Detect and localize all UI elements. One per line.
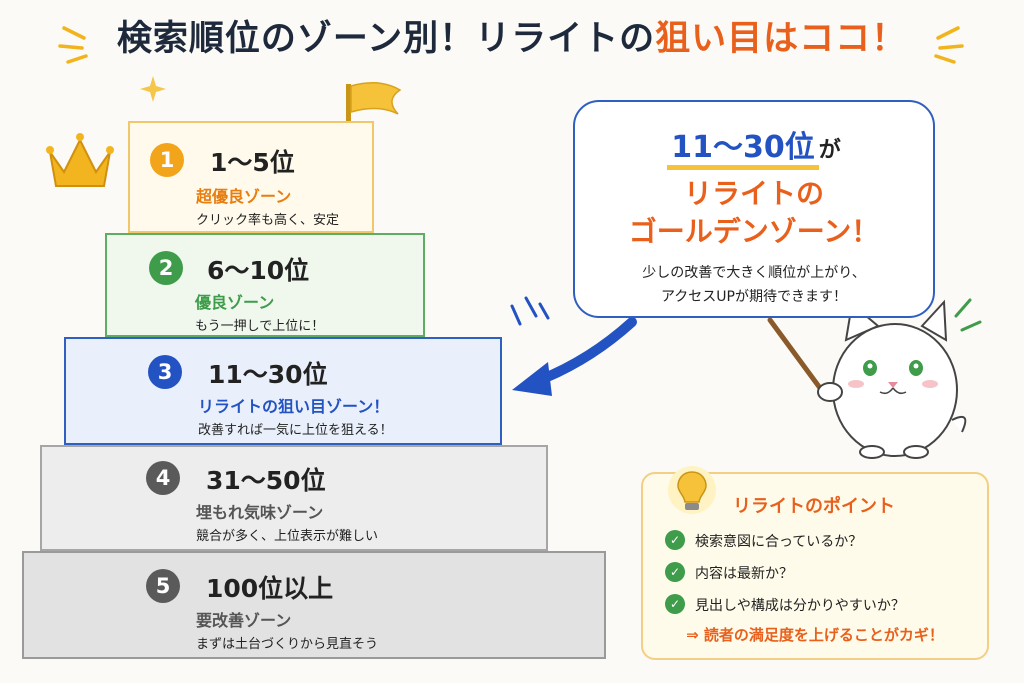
zone-description: まずは土台づくりから見直そう	[196, 637, 379, 652]
point-item: 検索意図に合っているか？	[695, 534, 863, 550]
rank-range: 1～5位	[210, 148, 295, 177]
arrow-head-icon	[512, 362, 552, 396]
check-icon: ✓	[665, 530, 685, 550]
bubble-rank: 11～30位	[667, 130, 819, 170]
points-footer: ⇒ 読者の満足度を上げることがカギ！	[686, 626, 944, 644]
zone-step-3: 3 11～30位 リライトの狙い目ゾーン！ 改善すれば一気に上位を狙える！	[64, 337, 502, 445]
zone-label: 優良ゾーン	[195, 293, 275, 312]
bubble-ga: が	[818, 138, 841, 163]
bubble-text-2: アクセスUPが期待できます！	[661, 289, 847, 305]
zone-step-1: 1 1～5位 超優良ゾーン クリック率も高く、安定	[128, 121, 374, 233]
point-item: 見出しや構成は分かりやすいか？	[695, 598, 905, 614]
zone-label: リライトの狙い目ゾーン！	[198, 397, 390, 416]
zone-step-5: 5 100位以上 要改善ゾーン まずは土台づくりから見直そう	[22, 551, 606, 659]
zone-description: クリック率も高く、安定	[196, 213, 340, 228]
rank-range: 11～30位	[208, 360, 328, 389]
rank-range: 100位以上	[206, 574, 334, 603]
rank-range: 6～10位	[207, 256, 310, 285]
title-main: 検索順位のゾーン別！リライトの	[116, 19, 656, 59]
points-title: リライトのポイント	[733, 496, 895, 517]
rank-number-badge: 1	[150, 143, 184, 177]
rank-number-badge: 2	[149, 251, 183, 285]
zone-description: もう一押しで上位に！	[195, 319, 325, 334]
check-icon: ✓	[665, 594, 685, 614]
zone-label: 超優良ゾーン	[196, 187, 292, 206]
check-icon: ✓	[665, 562, 685, 582]
zone-step-4: 4 31～50位 埋もれ気味ゾーン 競合が多く、上位表示が難しい	[40, 445, 548, 551]
rank-number-badge: 5	[146, 569, 180, 603]
crown-icon	[46, 133, 114, 187]
page-title: 検索順位のゾーン別！リライトの狙い目はココ！	[0, 10, 1024, 61]
sparkle-icon	[140, 76, 166, 102]
arrow-to-zone-icon	[535, 317, 637, 385]
rank-number-badge: 4	[146, 461, 180, 495]
title-burst-left-icon	[58, 26, 88, 64]
golden-zone-bubble: 11～30位が リライトの ゴールデンゾーン！ 少しの改善で大きく順位が上がり、…	[573, 100, 935, 318]
bubble-headline-1: リライトの	[683, 177, 824, 210]
bubble-text-1: 少しの改善で大きく順位が上がり、	[642, 265, 866, 281]
zone-label: 要改善ゾーン	[196, 611, 292, 630]
title-burst-right-icon	[934, 26, 964, 64]
bubble-headline-2: ゴールデンゾーン！	[628, 215, 880, 248]
title-accent: 狙い目はココ！	[655, 19, 908, 59]
point-item: 内容は最新か？	[695, 566, 793, 582]
arrow-emphasis-icon	[510, 296, 550, 326]
cat-mascot-icon	[767, 299, 967, 459]
zone-description: 競合が多く、上位表示が難しい	[196, 529, 379, 544]
rank-range: 31～50位	[206, 466, 326, 495]
rewrite-points-box: リライトのポイント ✓ 検索意図に合っているか？ ✓ 内容は最新か？ ✓ 見出し…	[641, 466, 989, 660]
lightbulb-icon	[668, 466, 716, 514]
zone-description: 改善すれば一気に上位を狙える！	[198, 423, 393, 438]
bubble-rank-line: 11～30位が	[575, 122, 933, 170]
zone-step-2: 2 6～10位 優良ゾーン もう一押しで上位に！	[105, 233, 425, 337]
rank-number-badge: 3	[148, 355, 182, 389]
zone-label: 埋もれ気味ゾーン	[196, 503, 324, 522]
